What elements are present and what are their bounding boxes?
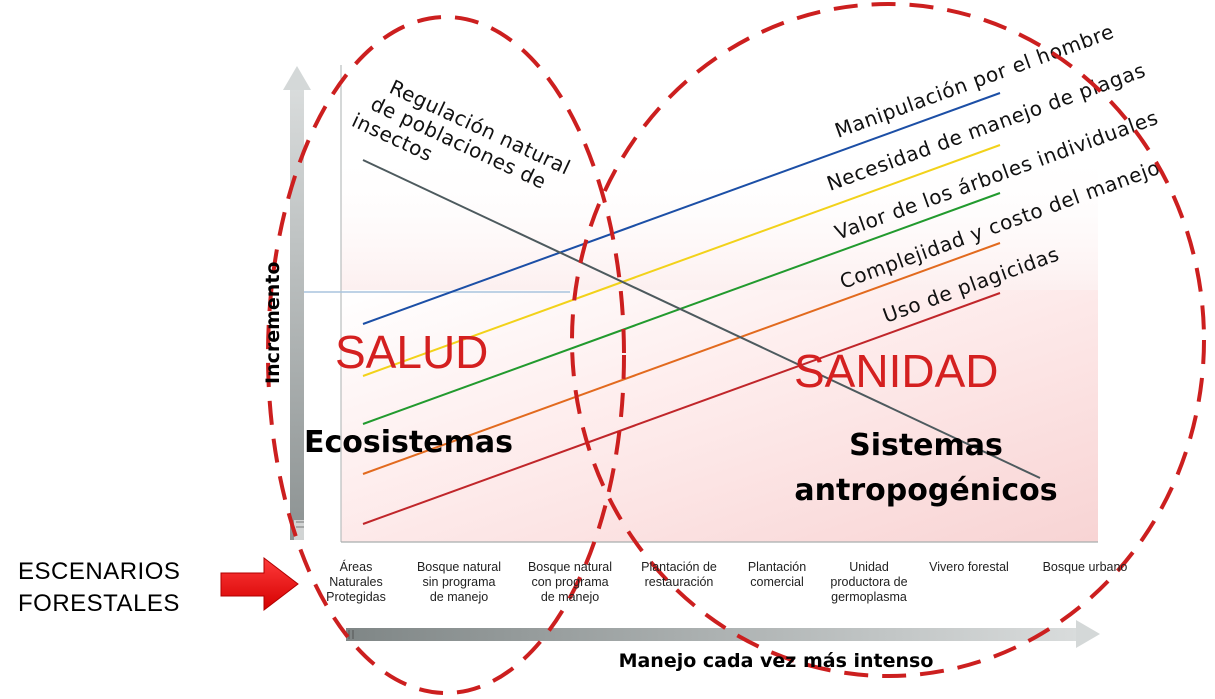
plot-background-fade bbox=[341, 150, 1098, 290]
sistemas-label: Sistemas bbox=[849, 428, 1003, 463]
red-arrow-icon bbox=[220, 556, 299, 612]
line-valor-arboles bbox=[362, 192, 1001, 425]
scenario-label: Plantación de bbox=[641, 560, 717, 574]
scenario-label: Protegidas bbox=[326, 590, 386, 604]
y-axis-title: Incremento bbox=[262, 262, 284, 384]
scenario-label: de manejo bbox=[430, 590, 488, 604]
y-axis-arrow bbox=[283, 66, 311, 542]
scenario-label: Bosque urbano bbox=[1043, 560, 1128, 574]
scenario-label: Áreas bbox=[340, 559, 373, 574]
scenario-label: germoplasma bbox=[831, 590, 907, 604]
trend-lines bbox=[362, 92, 1001, 525]
scenario-label: sin programa bbox=[423, 575, 496, 589]
scenario-label: comercial bbox=[750, 575, 804, 589]
anthropogenic-ellipse bbox=[570, 2, 1206, 678]
antropogenicos-label: antropogénicos bbox=[794, 473, 1057, 508]
scenario-label: Bosque natural bbox=[417, 560, 501, 574]
line-regulacion-natural bbox=[362, 159, 1041, 479]
scenario-label: con programa bbox=[531, 575, 608, 589]
salud-label: SALUD bbox=[335, 326, 488, 378]
scenario-label: Naturales bbox=[329, 575, 383, 589]
forestales-label: FORESTALES bbox=[18, 590, 180, 617]
scenario-label: restauración bbox=[645, 575, 714, 589]
x-axis-title: Manejo cada vez más intenso bbox=[619, 650, 934, 672]
scenario-label: productora de bbox=[830, 575, 907, 589]
scenario-label: Vivero forestal bbox=[929, 560, 1009, 574]
scenario-label: Unidad bbox=[849, 560, 889, 574]
scenario-label: Plantación bbox=[748, 560, 806, 574]
x-axis-arrow bbox=[346, 620, 1100, 648]
ecosystems-ellipse bbox=[266, 15, 626, 695]
line-complejidad-costo bbox=[362, 242, 1001, 475]
escenarios-label: ESCENARIOS bbox=[18, 558, 180, 585]
line-necesidad-plagas bbox=[362, 144, 1001, 377]
line-manipulacion bbox=[362, 92, 1001, 325]
ecosistemas-label: Ecosistemas bbox=[304, 425, 513, 460]
scenario-label: Bosque natural bbox=[528, 560, 612, 574]
plot-background bbox=[341, 290, 1098, 542]
line-uso-plagicidas bbox=[362, 292, 1001, 525]
sanidad-label: SANIDAD bbox=[794, 345, 998, 397]
scenario-labels: Áreas Naturales Protegidas Bosque natura… bbox=[326, 559, 1127, 604]
scenario-label: de manejo bbox=[541, 590, 599, 604]
